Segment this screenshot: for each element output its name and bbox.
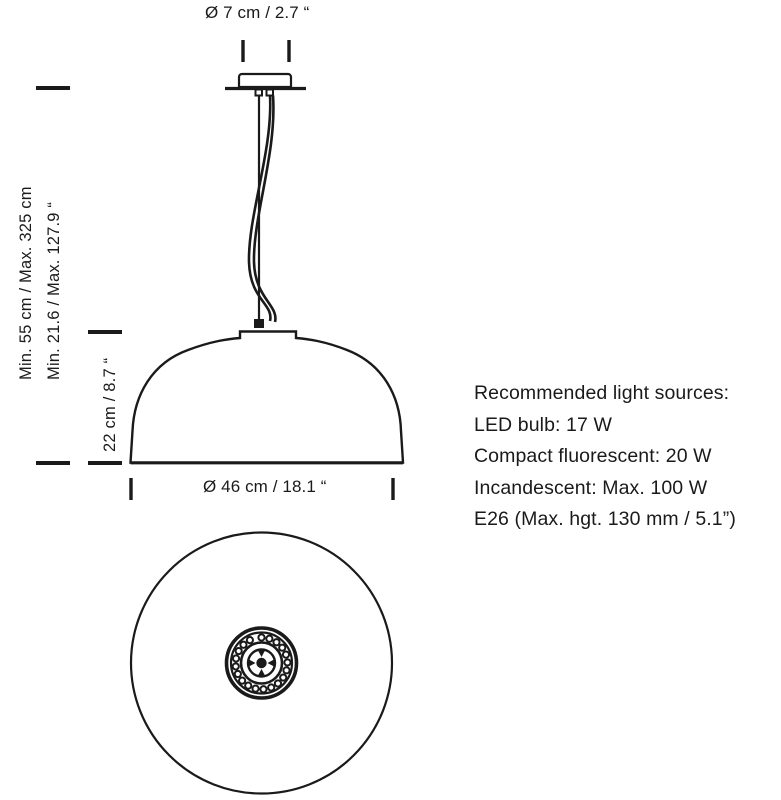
spec-heading: Recommended light sources: [474, 382, 730, 404]
bottom-diameter-label: Ø 46 cm / 18.1 “ [203, 477, 327, 496]
ceiling-canopy [225, 72, 306, 97]
suspension-cables [247, 95, 277, 323]
top-diameter-tick-marks [241, 40, 291, 62]
drop-height-label-cm: Min. 55 cm / Max. 325 cm [17, 186, 35, 380]
perforation-ring [231, 633, 292, 694]
shade-height-label: 22 cm / 8.7 “ [101, 357, 119, 452]
spec-line-compact-fluorescent: Compact fluorescent: 20 W [474, 445, 712, 467]
drop-height-label-inches: Min. 21.6 / Max. 127.9 “ [45, 201, 63, 380]
drop-dimension-tick-marks [36, 86, 70, 465]
top-diameter-label: Ø 7 cm / 2.7 “ [205, 3, 310, 22]
diffuser-hub [224, 626, 299, 700]
shade-height-tick-marks [88, 330, 122, 465]
hub-radial-tabs [249, 650, 274, 676]
lamp-shade-elevation [129, 330, 405, 465]
spec-line-incandescent: Incandescent: Max. 100 W [474, 476, 708, 499]
lamp-bottom-plan-view [129, 531, 394, 795]
bottom-diameter-tick-marks [129, 478, 395, 500]
shade-cable-connector [254, 319, 264, 328]
spec-line-led: LED bulb: 17 W [474, 413, 612, 436]
spec-line-socket: E26 (Max. hgt. 130 mm / 5.1”) [474, 508, 736, 530]
light-source-specifications: Recommended light sources: LED bulb: 17 … [474, 378, 736, 536]
